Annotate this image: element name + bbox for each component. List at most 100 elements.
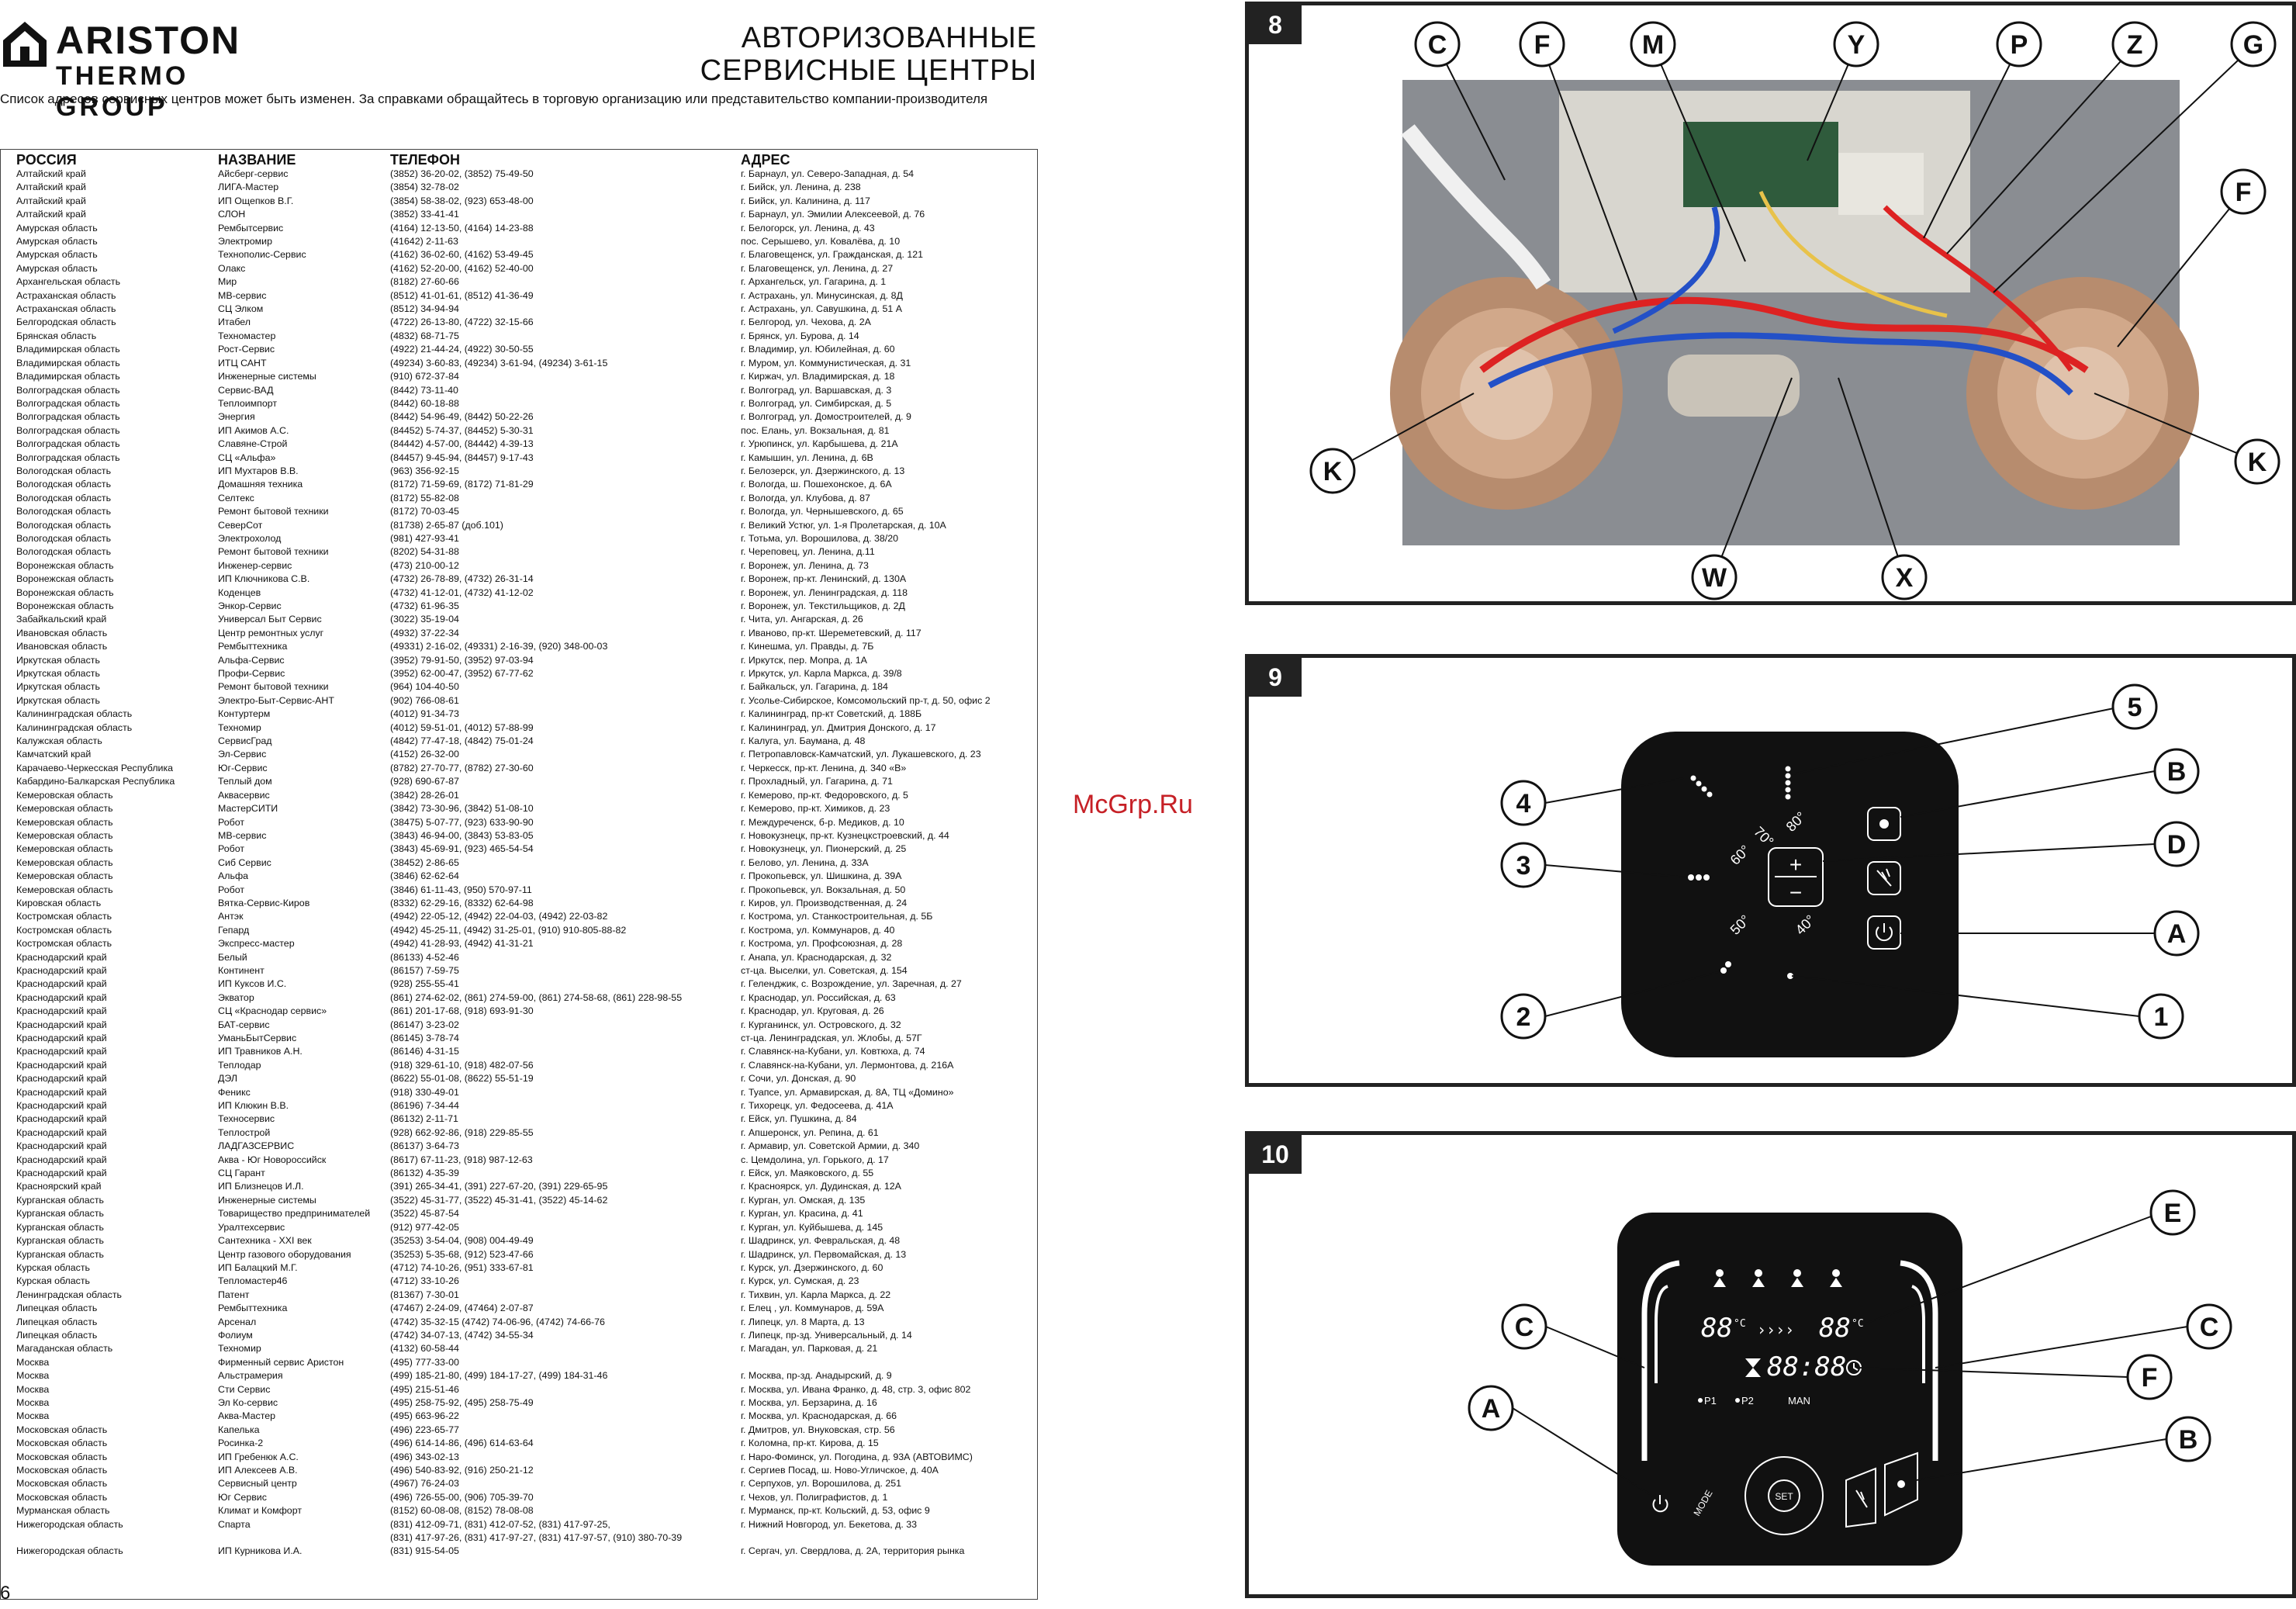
cell-phone: (4922) 21-44-24, (4922) 30-50-55: [390, 344, 534, 355]
plus-minus-button[interactable]: + −: [1768, 847, 1824, 907]
title-line-2: СЕРВИСНЫЕ ЦЕНТРЫ: [700, 54, 1037, 87]
cell-region: Краснодарский край: [16, 1033, 107, 1043]
cell-address: г. Камышин, ул. Ленина, д. 6В: [741, 452, 873, 463]
figure-8-drawing: C F M Y P Z G F K K W X: [1309, 21, 2280, 600]
cell-address: г. Мурманск, пр-кт. Кольский, д. 53, офи…: [741, 1505, 930, 1517]
cell-region: Волгоградская область: [16, 452, 120, 463]
cell-address: г. Сергач, ул. Свердлова, д. 2А, террито…: [741, 1545, 965, 1557]
cell-region: Воронежская область: [16, 559, 114, 571]
cell-phone: (3852) 36-20-02, (3852) 75-49-50: [390, 168, 534, 179]
cell-phone: (8172) 71-59-69, (8172) 71-81-29: [390, 479, 534, 490]
service-centers-page: ARISTON THERMO GROUP АВТОРИЗОВАННЫЕ СЕРВ…: [0, 0, 1043, 1609]
cell-phone: (86133) 4-52-46: [390, 951, 459, 963]
cell-region: Белгородская область: [16, 317, 116, 328]
cell-address: г. Белово, ул. Ленина, д. 33А: [741, 856, 869, 868]
shower-button[interactable]: [1845, 1467, 1876, 1528]
callout-w: [1691, 554, 1738, 600]
cell-phone: (4742) 35-32-15 (4742) 74-06-96, (4742) …: [390, 1316, 605, 1327]
cell-phone: (4162) 36-02-60, (4162) 53-49-45: [390, 249, 534, 261]
cell-phone: (81367) 7-30-01: [390, 1289, 459, 1300]
cell-phone: (86146) 4-31-15: [390, 1046, 459, 1057]
minus-sign: −: [1789, 881, 1802, 905]
shower-button[interactable]: [1867, 861, 1901, 895]
cell-name: Аква-Мастер: [218, 1410, 276, 1422]
cell-name: Вятка-Сервис-Киров: [218, 897, 310, 908]
cell-name: Рембыттехника: [218, 641, 288, 652]
eco-button[interactable]: [1884, 1452, 1918, 1517]
cell-phone: (86147) 3-23-02: [390, 1019, 459, 1030]
cell-phone: (964) 104-40-50: [390, 681, 459, 693]
cell-phone: (831) 417-97-26, (831) 417-97-27, (831) …: [390, 1532, 683, 1544]
cell-name: СеверСот: [218, 519, 263, 531]
cell-address: г. Барнаул, ул. Эмилии Алексеевой, д. 76: [741, 209, 925, 220]
cell-region: Курская область: [16, 1275, 90, 1287]
cell-address: г. Липецк, ул. 8 Марта, д. 13: [741, 1316, 865, 1327]
label-d: D: [2167, 830, 2187, 860]
cell-region: Архангельская область: [16, 276, 121, 288]
cell-name: СЦ «Краснодар сервис»: [218, 1005, 327, 1017]
cell-address: пос. Елань, ул. Вокзальная, д. 81: [741, 424, 890, 436]
cell-name: ИП Акимов А.С.: [218, 424, 289, 436]
cell-name: ИТЦ САНТ: [218, 357, 267, 369]
cell-name: ИП Клюкин В.В.: [218, 1100, 289, 1112]
callout-e: [2149, 1189, 2196, 1236]
cell-phone: (86145) 3-78-74: [390, 1033, 459, 1043]
cell-name: Патент: [218, 1289, 250, 1300]
cell-name: Континент: [218, 964, 265, 976]
cell-phone: (918) 329-61-10, (918) 482-07-56: [390, 1059, 534, 1071]
shower-icon: [1876, 868, 1892, 887]
cell-address: г. Прокопьевск, ул. Вокзальная, д. 50: [741, 884, 906, 895]
person-icon: [1830, 1269, 1842, 1287]
cell-name: СЦ «Альфа»: [218, 452, 276, 463]
cell-region: Краснодарский край: [16, 1059, 107, 1071]
cell-phone: (496) 614-14-86, (496) 614-63-64: [390, 1438, 534, 1449]
plus-sign: +: [1789, 853, 1802, 877]
cell-address: г. Благовещенск, ул. Гражданская, д. 121: [741, 249, 924, 261]
set-knob[interactable]: SET: [1744, 1456, 1824, 1535]
cell-address: г. Барнаул, ул. Северо-Западная, д. 54: [741, 168, 914, 179]
cell-name: Рембытсервис: [218, 222, 284, 234]
cell-name: Робот: [218, 884, 245, 895]
cell-address: г. Анапа, ул. Краснодарская, д. 32: [741, 951, 892, 963]
cell-address: г. Коломна, пр-кт. Кирова, д. 15: [741, 1438, 879, 1449]
cell-address: г. Вологда, ул. Клубова, д. 87: [741, 492, 870, 503]
cell-phone: (47467) 2-24-09, (47464) 2-07-87: [390, 1303, 534, 1314]
cell-address: г. Курск, ул. Дзержинского, д. 60: [741, 1261, 883, 1273]
cell-name: СервисГрад: [218, 735, 272, 747]
cell-phone: (391) 265-34-41, (391) 227-67-20, (391) …: [390, 1181, 608, 1192]
cell-region: Краснодарский край: [16, 1168, 107, 1179]
eco-button[interactable]: [1867, 807, 1901, 841]
cell-region: Курганская область: [16, 1208, 104, 1220]
cell-address: г. Курган, ул. Красина, д. 41: [741, 1208, 863, 1220]
cell-name: СЦ Элком: [218, 303, 264, 315]
hourglass-icon: [1745, 1358, 1761, 1377]
cell-address: г. Славянск-на-Кубани, ул. Лермонтова, д…: [741, 1059, 954, 1071]
cell-region: Волгоградская область: [16, 397, 120, 409]
cell-phone: (86196) 7-34-44: [390, 1100, 459, 1112]
cell-phone: (902) 766-08-61: [390, 694, 459, 706]
cell-phone: (928) 690-67-87: [390, 776, 459, 787]
cell-name: Теплоимпорт: [218, 397, 278, 409]
cell-phone: (4012) 59-51-01, (4012) 57-88-99: [390, 721, 534, 733]
cell-address: г. Усолье-Сибирское, Комсомольский пр-т,…: [741, 694, 991, 706]
cell-address: г. Геленджик, с. Возрождение, ул. Заречн…: [741, 978, 962, 990]
cell-region: Москва: [16, 1383, 50, 1395]
cell-region: Вологодская область: [16, 479, 112, 490]
cell-name: Фирменный сервис Аристон: [218, 1356, 344, 1368]
cell-phone: (912) 977-42-05: [390, 1221, 459, 1233]
cell-name: Фолиум: [218, 1329, 253, 1341]
man-label: MAN: [1788, 1395, 1810, 1407]
power-button[interactable]: [1652, 1495, 1668, 1513]
cell-address: г. Шадринск, ул. Февральская, д. 48: [741, 1235, 901, 1247]
